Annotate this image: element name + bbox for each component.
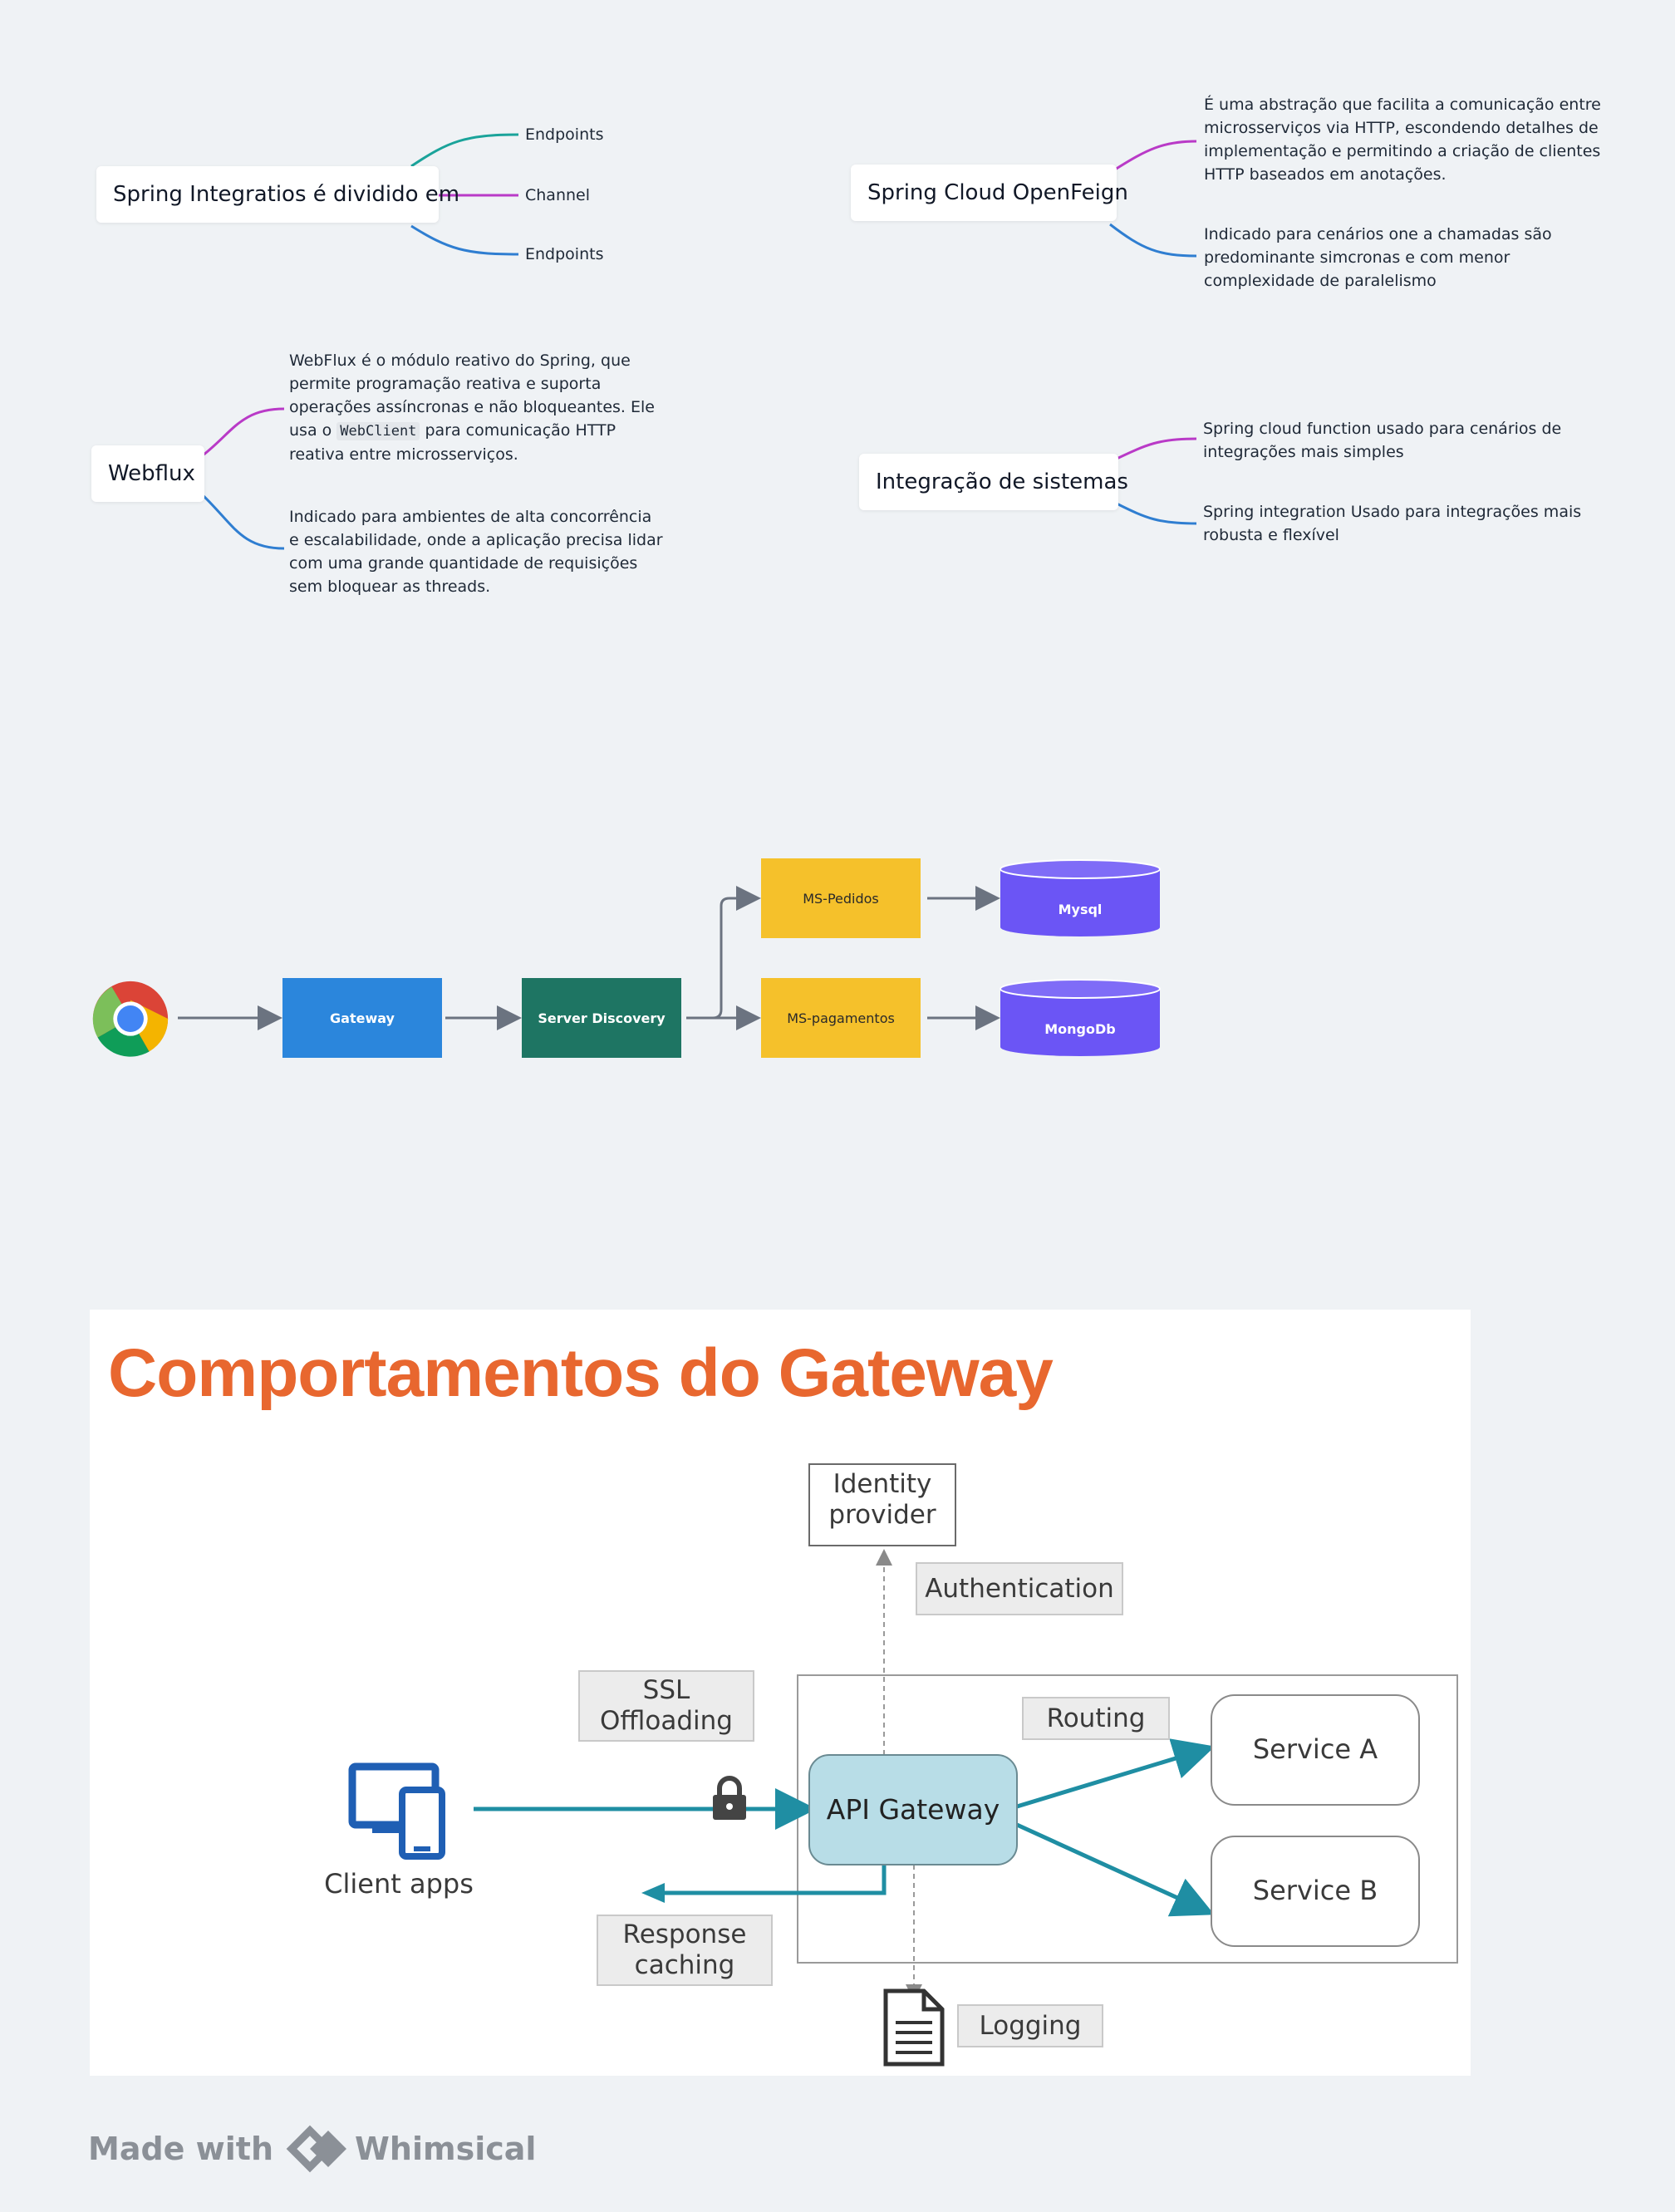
mindmap-connectors bbox=[201, 133, 1197, 550]
mysql-label: Mysql bbox=[1058, 901, 1103, 917]
lock-icon bbox=[713, 1776, 746, 1820]
service-b-label: Service B bbox=[1252, 1875, 1378, 1906]
gateway-image-drawing bbox=[474, 1463, 1458, 2001]
ssl-offloading-tag: SSL Offloading bbox=[578, 1670, 754, 1742]
identity-provider-label: Identity provider bbox=[828, 1469, 936, 1531]
integracao-topic[interactable]: Integração de sistemas bbox=[859, 454, 1128, 510]
openfeign-note-2[interactable]: Indicado para cenários one a chamadas sã… bbox=[1204, 225, 1552, 290]
webflux-note-1[interactable]: WebFlux é o módulo reativo do Spring, qu… bbox=[289, 349, 661, 466]
document-icon bbox=[883, 1988, 945, 2067]
whimsical-brand: Whimsical bbox=[355, 2131, 537, 2167]
gateway-behaviours-image[interactable]: Comportamentos do Gateway bbox=[90, 1310, 1471, 2076]
mysql-cylinder[interactable] bbox=[1000, 859, 1161, 936]
mongodb-label: MongoDb bbox=[1044, 1020, 1116, 1037]
mongodb-cylinder[interactable] bbox=[1000, 979, 1161, 1056]
integracao-note-2[interactable]: Spring integration Usado para integraçõe… bbox=[1203, 503, 1582, 544]
webflux-topic[interactable]: Webflux bbox=[91, 445, 204, 502]
service-a-label: Service A bbox=[1252, 1733, 1378, 1765]
response-caching-tag: Response caching bbox=[597, 1915, 773, 1986]
endpoints-label-1[interactable]: Endpoints bbox=[525, 125, 604, 144]
chrome-icon[interactable] bbox=[91, 980, 169, 1058]
made-with-text: Made with bbox=[88, 2131, 274, 2167]
webflux-note-1-text-b: para comunicação HTTP reativa entre micr… bbox=[289, 421, 616, 464]
endpoints-label-2[interactable]: Endpoints bbox=[525, 245, 604, 263]
ms-pedidos-box[interactable]: MS-Pedidos bbox=[761, 858, 921, 938]
made-with-whimsical[interactable]: Made with Whimsical bbox=[88, 2124, 536, 2174]
openfeign-topic[interactable]: Spring Cloud OpenFeign bbox=[851, 165, 1128, 221]
spring-integration-topic[interactable]: Spring Integratios é dividido em bbox=[96, 166, 459, 223]
routing-tag: Routing bbox=[1022, 1697, 1170, 1740]
flow-connectors bbox=[178, 859, 1161, 1056]
api-gateway-label: API Gateway bbox=[826, 1793, 1000, 1826]
webflux-note-2[interactable]: Indicado para ambientes de alta concorrê… bbox=[289, 508, 663, 596]
channel-label[interactable]: Channel bbox=[525, 186, 591, 204]
ms-pagamentos-box[interactable]: MS-pagamentos bbox=[761, 978, 921, 1058]
whimsical-logo-icon bbox=[286, 2125, 347, 2173]
gateway-image-title: Comportamentos do Gateway bbox=[108, 1335, 1054, 1411]
webflux-note-1-text-a: WebFlux é o módulo reativo do Spring, qu… bbox=[289, 351, 655, 440]
gateway-box[interactable]: Gateway bbox=[282, 978, 442, 1058]
openfeign-note-1[interactable]: É uma abstração que facilita a comunicaç… bbox=[1204, 96, 1601, 184]
devices-icon bbox=[348, 1762, 445, 1860]
client-apps-label: Client apps bbox=[324, 1868, 474, 1900]
integracao-note-1[interactable]: Spring cloud function usado para cenário… bbox=[1203, 420, 1562, 461]
server-discovery-box[interactable]: Server Discovery bbox=[522, 978, 681, 1058]
webclient-code: WebClient bbox=[336, 422, 420, 440]
logging-tag: Logging bbox=[957, 2004, 1103, 2047]
authentication-tag: Authentication bbox=[916, 1562, 1123, 1615]
